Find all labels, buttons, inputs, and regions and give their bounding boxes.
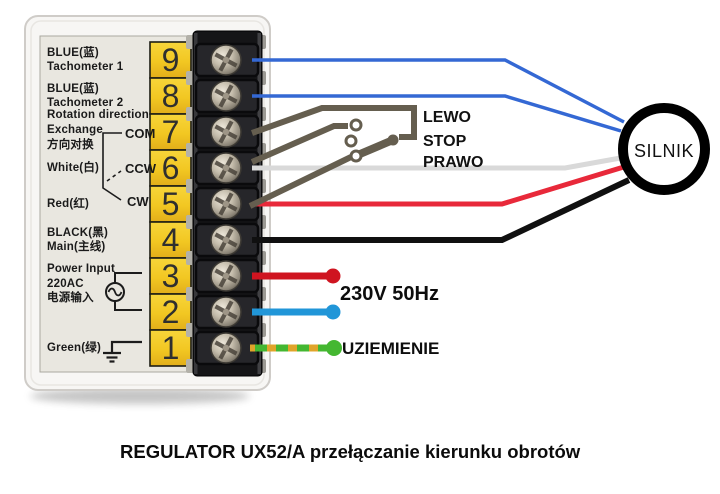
switch-contact-prawo xyxy=(349,149,363,163)
wire-motor-white xyxy=(252,154,627,171)
ac-source-icon xyxy=(105,272,142,311)
motor-label: SILNIK xyxy=(633,141,695,161)
earth-ground-icon xyxy=(103,340,142,363)
terminal-number-7: 7 xyxy=(161,114,180,150)
switch-pivot xyxy=(387,134,399,146)
device-shadow xyxy=(30,388,250,404)
terminal-number-2: 2 xyxy=(161,294,180,330)
switch-lever xyxy=(356,136,397,158)
power-wires xyxy=(250,268,342,356)
switch-label-stop: STOP xyxy=(423,133,467,150)
wire-switch-com xyxy=(250,105,417,140)
earth-label: UZIEMIENIE xyxy=(342,339,440,358)
mains-live-terminal-dot xyxy=(325,268,341,284)
terminal-number-6: 6 xyxy=(161,150,180,186)
terminal-number-4: 4 xyxy=(161,222,180,258)
rotation-bracket-dashes xyxy=(106,170,122,182)
label-terminal-1: Green(绿) xyxy=(47,342,101,354)
label-terminal-7: Rotation direction Exchange 方向对换 xyxy=(47,109,149,151)
label-terminal-5: Red(红) xyxy=(47,198,90,210)
label-terminal-6: White(白) xyxy=(47,162,100,174)
label-cw: CW xyxy=(127,194,149,209)
switch-contact-stop xyxy=(344,134,358,148)
direction-switch xyxy=(248,105,417,209)
wire-switch-cw xyxy=(248,154,353,209)
mains-neutral-terminal-dot xyxy=(325,304,341,320)
wire-switch-ccw xyxy=(250,123,348,165)
switch-label-prawo: PRAWO xyxy=(423,154,484,171)
earth-terminal-dot xyxy=(326,340,342,356)
switch-contact-lewo xyxy=(349,118,363,132)
mains-voltage-label: 230V 50Hz xyxy=(340,283,439,305)
terminal-number-8: 8 xyxy=(161,78,180,114)
label-power-input: Power Input 220AC 电源输入 xyxy=(47,263,116,304)
terminal-number-5: 5 xyxy=(161,186,180,222)
label-terminal-9: BLUE(蓝) Tachometer 1 xyxy=(47,47,124,73)
wire-tachometer1-blue xyxy=(252,58,625,124)
label-com: COM xyxy=(125,126,156,141)
label-ccw: CCW xyxy=(125,161,157,176)
terminal-number-column xyxy=(149,41,192,367)
diagram-title: REGULATOR UX52/A przełączanie kierunku o… xyxy=(120,441,581,462)
label-terminal-4: BLACK(黑) Main(主线) xyxy=(47,227,109,253)
terminal-number-1: 1 xyxy=(161,330,180,366)
label-terminal-8: BLUE(蓝) Tachometer 2 xyxy=(47,83,124,109)
switch-label-lewo: LEWO xyxy=(423,109,471,126)
motor-wires xyxy=(252,58,631,243)
rotation-group-bracket xyxy=(102,132,122,201)
wire-motor-red xyxy=(252,163,628,207)
terminal-number-9: 9 xyxy=(161,42,180,78)
wire-tachometer2-blue xyxy=(252,94,622,133)
panel-symbols xyxy=(102,132,142,363)
wire-motor-black xyxy=(252,177,631,243)
motor-circle xyxy=(618,103,710,195)
terminal-number-3: 3 xyxy=(161,258,180,294)
